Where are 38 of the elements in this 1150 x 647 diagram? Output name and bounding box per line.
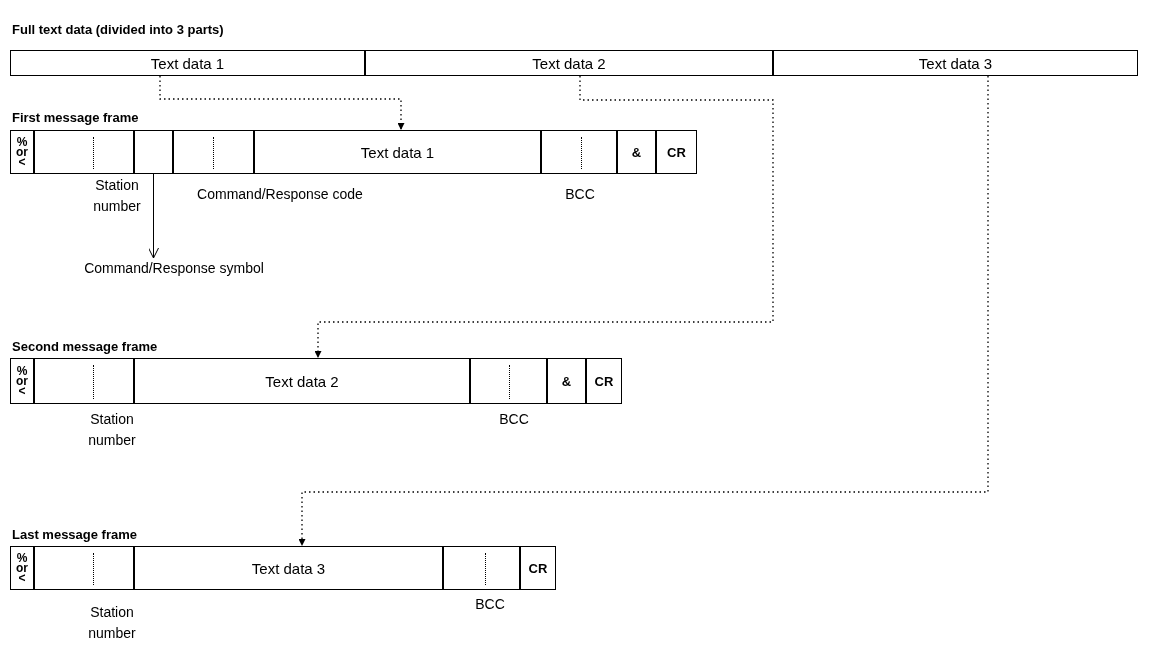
text-field: Text data 3 <box>134 546 443 590</box>
arrow <box>148 173 159 259</box>
arrow <box>314 75 774 359</box>
field-label: BCC <box>564 185 596 204</box>
data-segment: Text data 1 <box>10 50 365 76</box>
terminator-cell: CR <box>520 546 556 590</box>
frame-field <box>173 130 254 174</box>
frame-field <box>34 358 134 404</box>
frame-field <box>134 130 173 174</box>
terminator-cell: & <box>617 130 656 174</box>
frame-field <box>470 358 547 404</box>
field-label: Command/Response code <box>196 185 364 204</box>
frame-heading: First message frame <box>12 110 139 125</box>
arrow <box>159 75 405 131</box>
frame-field <box>541 130 617 174</box>
frame-heading: Second message frame <box>12 339 158 354</box>
field-label: Command/Response symbol <box>84 258 264 302</box>
arrow <box>298 75 989 547</box>
text-field: Text data 2 <box>134 358 470 404</box>
start-code-cell: % or < <box>10 358 34 404</box>
field-label: Station number <box>87 410 137 450</box>
data-segment: Text data 2 <box>365 50 773 76</box>
start-code-cell: % or < <box>10 130 34 174</box>
field-label: BCC <box>498 410 530 429</box>
terminator-cell: CR <box>656 130 697 174</box>
start-code-cell: % or < <box>10 546 34 590</box>
data-segment: Text data 3 <box>773 50 1138 76</box>
field-label: Station number <box>92 176 142 216</box>
field-label: Station number <box>87 603 137 643</box>
text-field: Text data 1 <box>254 130 541 174</box>
terminator-cell: CR <box>586 358 622 404</box>
frame-field <box>443 546 520 590</box>
frame-field <box>34 546 134 590</box>
frame-heading: Last message frame <box>12 527 137 542</box>
frame-field <box>34 130 134 174</box>
field-label: BCC <box>474 595 506 614</box>
frame-heading: Full text data (divided into 3 parts) <box>12 22 224 37</box>
terminator-cell: & <box>547 358 586 404</box>
